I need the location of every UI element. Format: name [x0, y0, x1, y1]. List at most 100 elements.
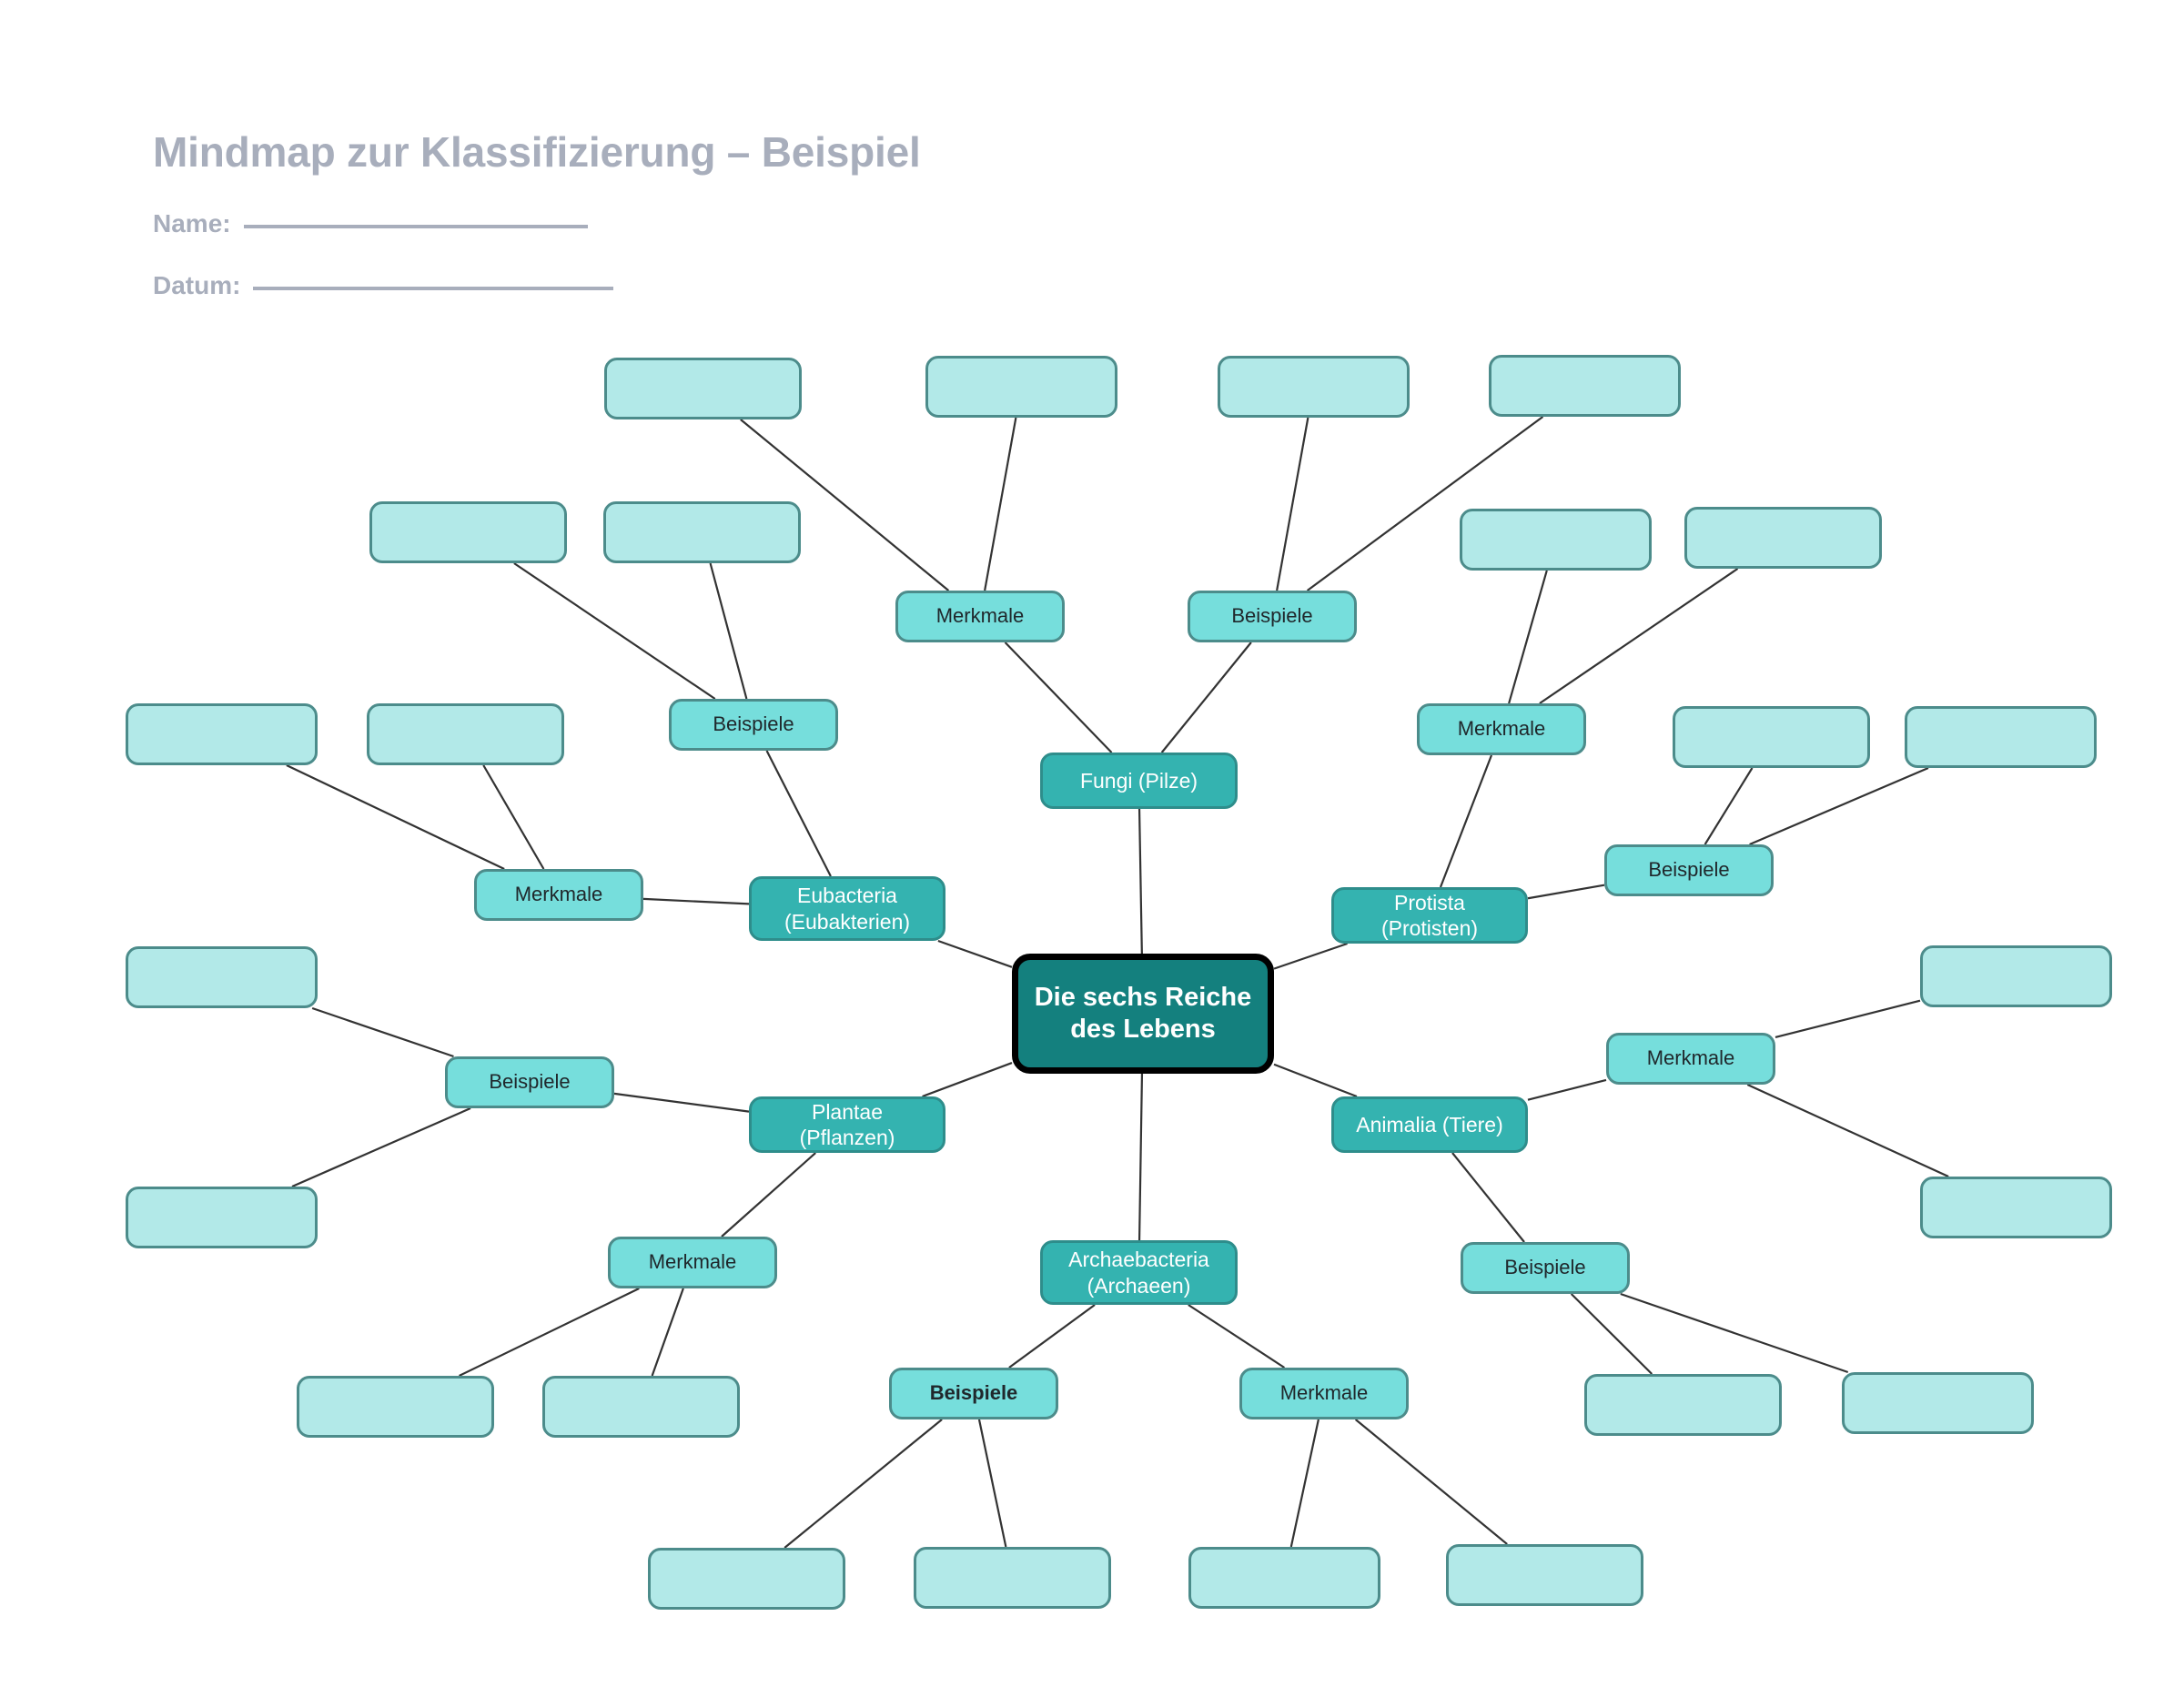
category-node-eubact-beispiele[interactable]: Beispiele: [669, 699, 838, 751]
blank-answer-box[interactable]: [1905, 706, 2097, 768]
kingdom-node-protista[interactable]: Protista (Protisten): [1331, 887, 1528, 944]
connector-line: [1527, 1078, 1607, 1101]
node-label: Archaebacteria (Archaeen): [1068, 1248, 1209, 1298]
worksheet-header: Mindmap zur Klassifizierung – Beispiel N…: [153, 127, 1154, 300]
connector-line: [291, 1106, 471, 1188]
connector-line: [984, 417, 1017, 591]
connector-line: [784, 1419, 943, 1549]
blank-answer-box[interactable]: [1489, 355, 1681, 417]
node-label: Eubacteria (Eubakterien): [784, 884, 911, 934]
blank-answer-box[interactable]: [369, 501, 567, 563]
kingdom-node-eubact[interactable]: Eubacteria (Eubakterien): [749, 876, 945, 941]
connector-line: [1774, 999, 1921, 1039]
category-node-protista-merkmale[interactable]: Merkmale: [1417, 703, 1586, 755]
kingdom-node-animalia[interactable]: Animalia (Tiere): [1331, 1096, 1528, 1153]
connector-line: [1570, 1293, 1653, 1375]
connector-line: [1160, 641, 1252, 753]
connector-line: [1008, 1304, 1096, 1369]
connector-line: [482, 764, 545, 870]
central-topic-node[interactable]: Die sechs Reiche des Lebens: [1012, 954, 1274, 1074]
kingdom-node-archaea[interactable]: Archaebacteria (Archaeen): [1040, 1240, 1238, 1305]
node-label: Beispiele: [489, 1070, 571, 1094]
connector-line: [1273, 1063, 1358, 1098]
node-label: Merkmale: [514, 883, 603, 906]
blank-answer-box[interactable]: [1684, 507, 1882, 569]
blank-answer-box[interactable]: [1842, 1372, 2034, 1434]
node-label: Fungi (Pilze): [1079, 768, 1198, 793]
connector-line: [1527, 884, 1605, 900]
connector-line: [1354, 1419, 1508, 1545]
connector-line: [1704, 767, 1754, 845]
blank-answer-box[interactable]: [603, 501, 801, 563]
blank-answer-box[interactable]: [542, 1376, 740, 1438]
node-label: Merkmale: [1279, 1381, 1369, 1405]
connector-line: [286, 764, 505, 870]
category-node-animalia-merkmale[interactable]: Merkmale: [1606, 1033, 1775, 1085]
connector-line: [1439, 754, 1493, 888]
node-label: Merkmale: [1457, 717, 1546, 741]
blank-answer-box[interactable]: [367, 703, 564, 765]
blank-answer-box[interactable]: [648, 1548, 845, 1610]
connector-line: [1276, 417, 1309, 591]
category-node-fungi-beispiele[interactable]: Beispiele: [1188, 591, 1357, 642]
category-node-protista-beispiele[interactable]: Beispiele: [1604, 844, 1774, 896]
connector-line: [642, 897, 750, 905]
category-node-archaea-beispiele[interactable]: Beispiele: [889, 1368, 1058, 1419]
datum-label: Datum:: [153, 271, 241, 299]
blank-answer-box[interactable]: [1218, 356, 1410, 418]
connector-line: [311, 1006, 454, 1058]
node-label: Beispiele: [713, 712, 794, 736]
node-label: Beispiele: [1648, 858, 1730, 882]
category-node-plantae-beispiele[interactable]: Beispiele: [445, 1056, 614, 1108]
blank-answer-box[interactable]: [297, 1376, 494, 1438]
datum-input[interactable]: [253, 287, 614, 290]
node-label: Beispiele: [1504, 1256, 1586, 1279]
connector-line: [721, 1152, 816, 1237]
connector-line: [1273, 942, 1348, 970]
connector-line: [459, 1288, 640, 1377]
connector-line: [977, 1419, 1007, 1548]
category-node-archaea-merkmale[interactable]: Merkmale: [1239, 1368, 1409, 1419]
connector-line: [613, 1092, 750, 1113]
connector-line: [1539, 568, 1739, 704]
blank-answer-box[interactable]: [914, 1547, 1111, 1609]
blank-answer-box[interactable]: [126, 1187, 318, 1248]
blank-answer-box[interactable]: [1673, 706, 1870, 768]
node-label: Merkmale: [648, 1250, 737, 1274]
connector-line: [1289, 1419, 1320, 1548]
kingdom-node-fungi[interactable]: Fungi (Pilze): [1040, 753, 1238, 809]
name-input[interactable]: [243, 225, 588, 228]
kingdom-node-plantae[interactable]: Plantae (Pflanzen): [749, 1096, 945, 1153]
node-label: Die sechs Reiche des Lebens: [1034, 982, 1252, 1044]
connector-line: [1746, 1083, 1949, 1178]
category-node-eubact-merkmale[interactable]: Merkmale: [474, 869, 643, 921]
connector-line: [709, 562, 748, 700]
category-node-fungi-merkmale[interactable]: Merkmale: [895, 591, 1065, 642]
connector-line: [1188, 1304, 1285, 1369]
connector-line: [1451, 1152, 1525, 1243]
node-label: Beispiele: [929, 1381, 1018, 1405]
blank-answer-box[interactable]: [1188, 1547, 1380, 1609]
blank-answer-box[interactable]: [1460, 509, 1652, 571]
connector-line: [1138, 808, 1143, 955]
blank-answer-box[interactable]: [1920, 945, 2112, 1007]
page-title: Mindmap zur Klassifizierung – Beispiel: [153, 128, 921, 176]
name-field-row: Name:: [153, 209, 1154, 238]
connector-line: [1004, 641, 1113, 753]
node-label: Plantae (Pflanzen): [799, 1099, 895, 1149]
blank-answer-box[interactable]: [1584, 1374, 1782, 1436]
blank-answer-box[interactable]: [1920, 1177, 2112, 1238]
datum-field-row: Datum:: [153, 271, 1154, 300]
connector-line: [513, 562, 716, 700]
category-node-plantae-merkmale[interactable]: Merkmale: [608, 1237, 777, 1288]
blank-answer-box[interactable]: [925, 356, 1117, 418]
category-node-animalia-beispiele[interactable]: Beispiele: [1461, 1242, 1630, 1294]
connector-line: [651, 1288, 684, 1377]
blank-answer-box[interactable]: [1446, 1544, 1643, 1606]
connector-line: [937, 939, 1013, 968]
connector-line: [1138, 1073, 1144, 1241]
blank-answer-box[interactable]: [604, 358, 802, 419]
blank-answer-box[interactable]: [126, 946, 318, 1008]
blank-answer-box[interactable]: [126, 703, 318, 765]
